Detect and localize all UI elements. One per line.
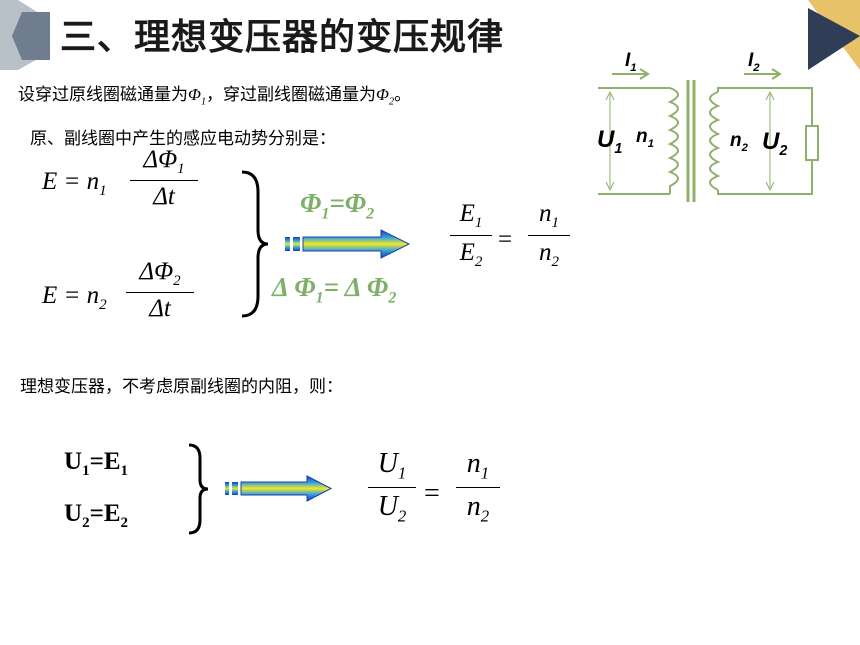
u2-equals-e2: U2=E2 [64,500,128,531]
intro-line: 设穿过原线圈磁通量为Φ1，穿过副线圈磁通量为Φ2。 [18,85,412,108]
current-label-i2: I2 [748,50,760,74]
page-title: 三、理想变压器的变压规律 [60,17,505,58]
u1-equals-e1: U1=E1 [64,448,128,479]
equation-2-fraction: ΔΦ2 Δt [126,258,194,323]
turns-label-n1: n1 [636,126,654,150]
corner-decoration-right [808,0,860,70]
transformer-circuit-diagram [598,68,819,202]
voltage-label-u2: U2 [762,128,788,159]
emf-ratio-equals: = [498,226,513,253]
emf-line: 原、副线圈中产生的感应电动势分别是： [30,129,336,149]
voltage-label-u1: U1 [597,126,623,157]
condition-flux-change-equal: Δ Φ1= Δ Φ2 [272,272,397,307]
turns-label-n2: n2 [730,130,748,154]
corner-decoration-left [0,0,50,70]
equation-1: E = n1 [42,168,107,199]
right-brace-2 [188,443,209,535]
turns-ratio-fraction-2: n1 n2 [456,448,500,526]
emf-ratio-fraction: E1 E2 [450,200,492,271]
implication-arrow-1 [285,229,411,259]
voltage-ratio-fraction: U1 U2 [368,448,416,526]
voltage-ratio-equals: = [424,478,440,509]
right-brace-1 [241,170,269,318]
equation-2: E = n2 [42,282,107,313]
ideal-transformer-line: 理想变压器，不考虑原副线圈的内阻，则： [20,377,343,397]
implication-arrow-2 [225,475,333,502]
equation-1-fraction: ΔΦ1 Δt [130,146,198,211]
condition-flux-equal: Φ1=Φ2 [300,188,375,223]
turns-ratio-fraction-1: n1 n2 [528,200,570,271]
current-label-i1: I1 [625,50,637,74]
